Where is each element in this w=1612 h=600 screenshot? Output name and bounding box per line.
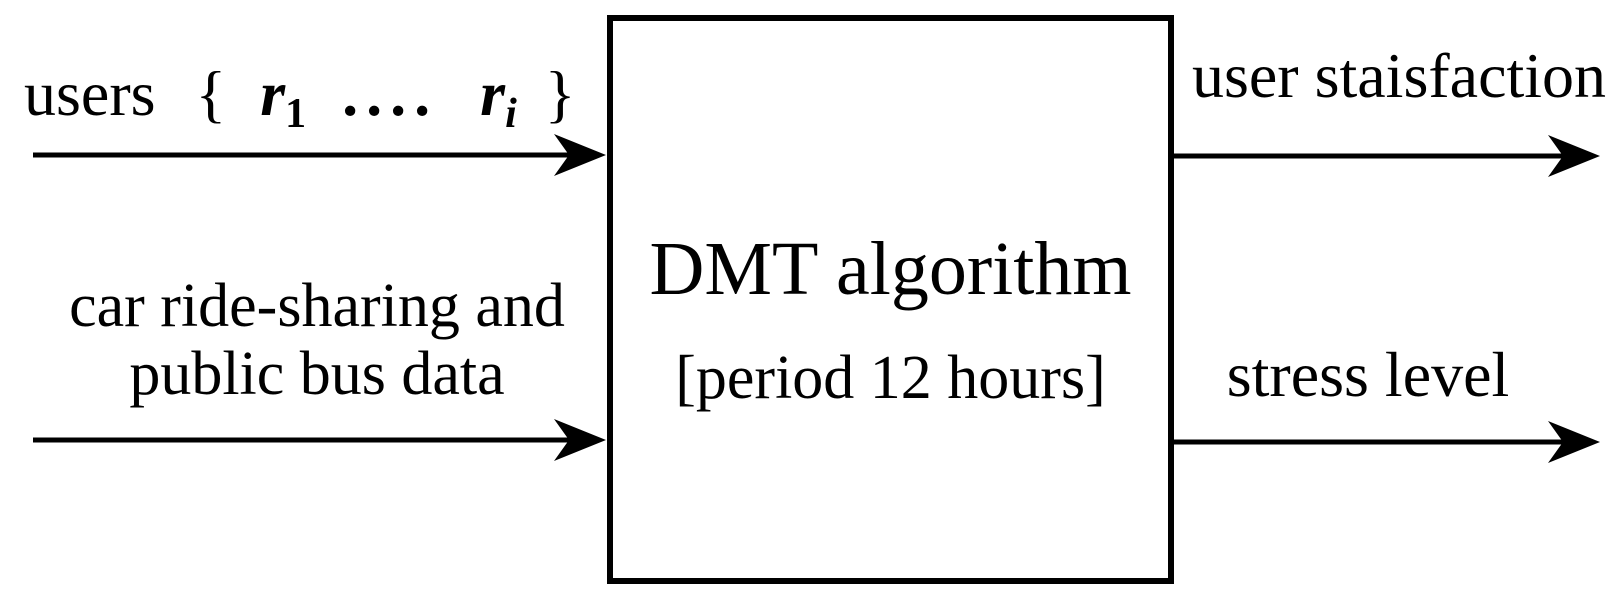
input-arrow-transport-data-icon bbox=[33, 419, 606, 461]
open-brace: { bbox=[195, 58, 227, 129]
input-arrow-users-icon bbox=[33, 134, 606, 176]
subscript-1: 1 bbox=[285, 91, 307, 137]
dmt-algorithm-box: DMT algorithm [period 12 hours] bbox=[607, 15, 1174, 584]
input-label-transport-data: car ride-sharing and public bus data bbox=[38, 272, 596, 408]
box-title: DMT algorithm bbox=[649, 227, 1132, 311]
close-brace: } bbox=[544, 58, 576, 129]
output-arrow-satisfaction-icon bbox=[1172, 135, 1600, 177]
math-symbol-r1: r bbox=[260, 58, 286, 129]
sequence-dots: .... bbox=[342, 58, 439, 129]
subscript-i: i bbox=[505, 91, 517, 137]
transport-label-line1: car ride-sharing and bbox=[69, 272, 565, 340]
output-label-satisfaction: user staisfaction bbox=[1191, 40, 1607, 111]
output-arrow-stress-icon bbox=[1172, 421, 1600, 463]
box-subtitle: [period 12 hours] bbox=[675, 344, 1106, 412]
math-symbol-ri: r bbox=[480, 58, 506, 129]
output-label-stress: stress level bbox=[1226, 339, 1510, 410]
input-label-users: users{r1....ri} bbox=[24, 62, 575, 136]
users-word: users bbox=[24, 58, 156, 129]
transport-label-line2: public bus data bbox=[129, 340, 505, 409]
